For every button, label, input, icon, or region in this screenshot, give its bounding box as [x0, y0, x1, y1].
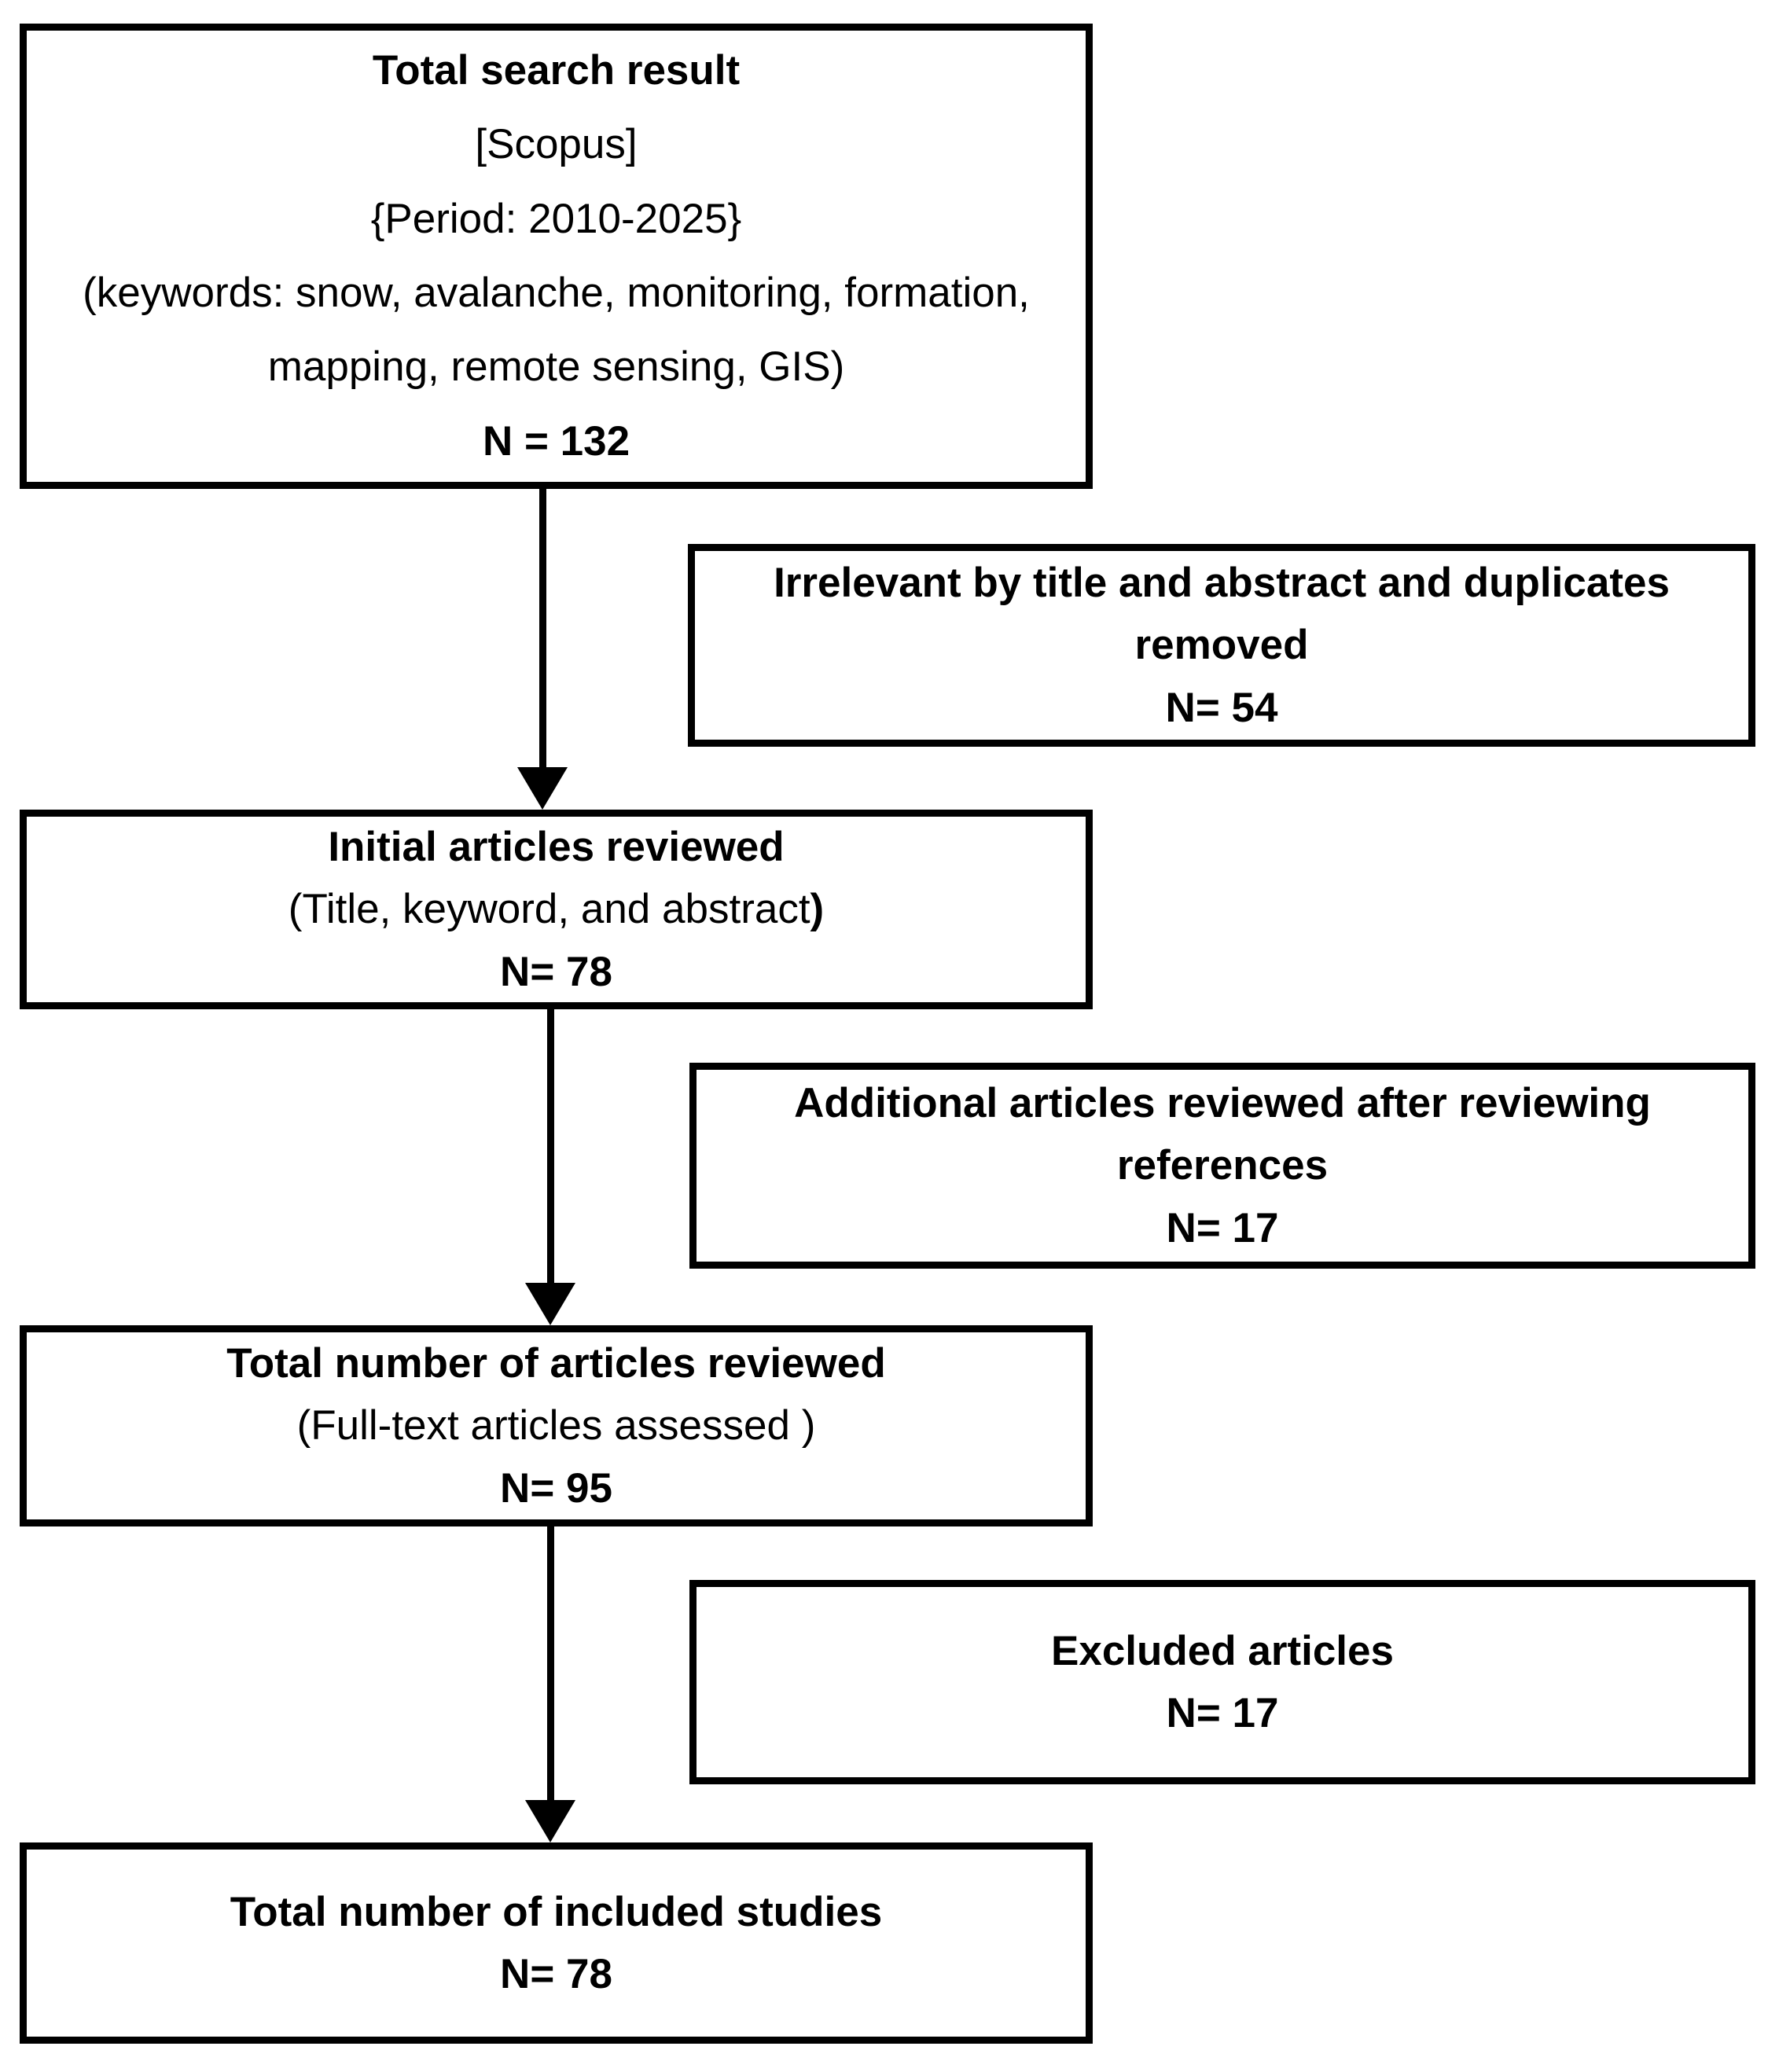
total-reviewed-count: N= 95	[500, 1464, 612, 1512]
total-search-period: {Period: 2010-2025}	[370, 195, 742, 242]
box-additional-articles-reviewed: Additional articles reviewed after revie…	[689, 1063, 1755, 1269]
excluded-title: Excluded articles	[1051, 1627, 1394, 1674]
total-search-title: Total search result	[372, 47, 741, 94]
included-count: N= 78	[500, 1951, 612, 1997]
initial-count: N= 78	[500, 948, 612, 995]
arrow-shaft	[539, 489, 546, 769]
total-reviewed-subtitle: (Full-text articles assessed )	[296, 1402, 816, 1449]
additional-count: N= 17	[1166, 1204, 1279, 1251]
box-excluded-articles: Excluded articles N= 17	[689, 1580, 1755, 1784]
included-title: Total number of included studies	[230, 1888, 883, 1935]
additional-title: Additional articles reviewed after revie…	[794, 1079, 1651, 1189]
initial-subtitle-text: (Title, keyword, and abstract	[288, 886, 810, 933]
initial-subtitle-paren: )	[810, 886, 825, 933]
excluded-count: N= 17	[1166, 1690, 1279, 1736]
arrow-head-icon	[517, 767, 568, 810]
box-total-articles-reviewed: Total number of articles reviewed (Full-…	[20, 1325, 1093, 1526]
total-reviewed-title: Total number of articles reviewed	[226, 1339, 886, 1387]
initial-title: Initial articles reviewed	[328, 823, 785, 870]
total-search-keywords: (keywords: snow, avalanche, monitoring, …	[83, 270, 1030, 391]
total-search-source: [Scopus]	[475, 121, 638, 168]
box-included-studies: Total number of included studies N= 78	[20, 1842, 1093, 2044]
irrelevant-title: Irrelevant by title and abstract and dup…	[774, 559, 1670, 669]
irrelevant-count: N= 54	[1165, 684, 1278, 731]
initial-subtitle: (Title, keyword, and abstract)	[289, 878, 824, 941]
arrow-head-icon	[525, 1283, 575, 1325]
box-irrelevant-removed: Irrelevant by title and abstract and dup…	[688, 544, 1755, 747]
arrow-shaft	[547, 1009, 554, 1284]
arrow-shaft	[547, 1526, 554, 1802]
arrow-head-icon	[525, 1800, 575, 1842]
box-initial-articles-reviewed: Initial articles reviewed (Title, keywor…	[20, 810, 1093, 1009]
box-total-search-result: Total search result [Scopus] {Period: 20…	[20, 24, 1093, 489]
total-search-count: N = 132	[482, 417, 630, 465]
